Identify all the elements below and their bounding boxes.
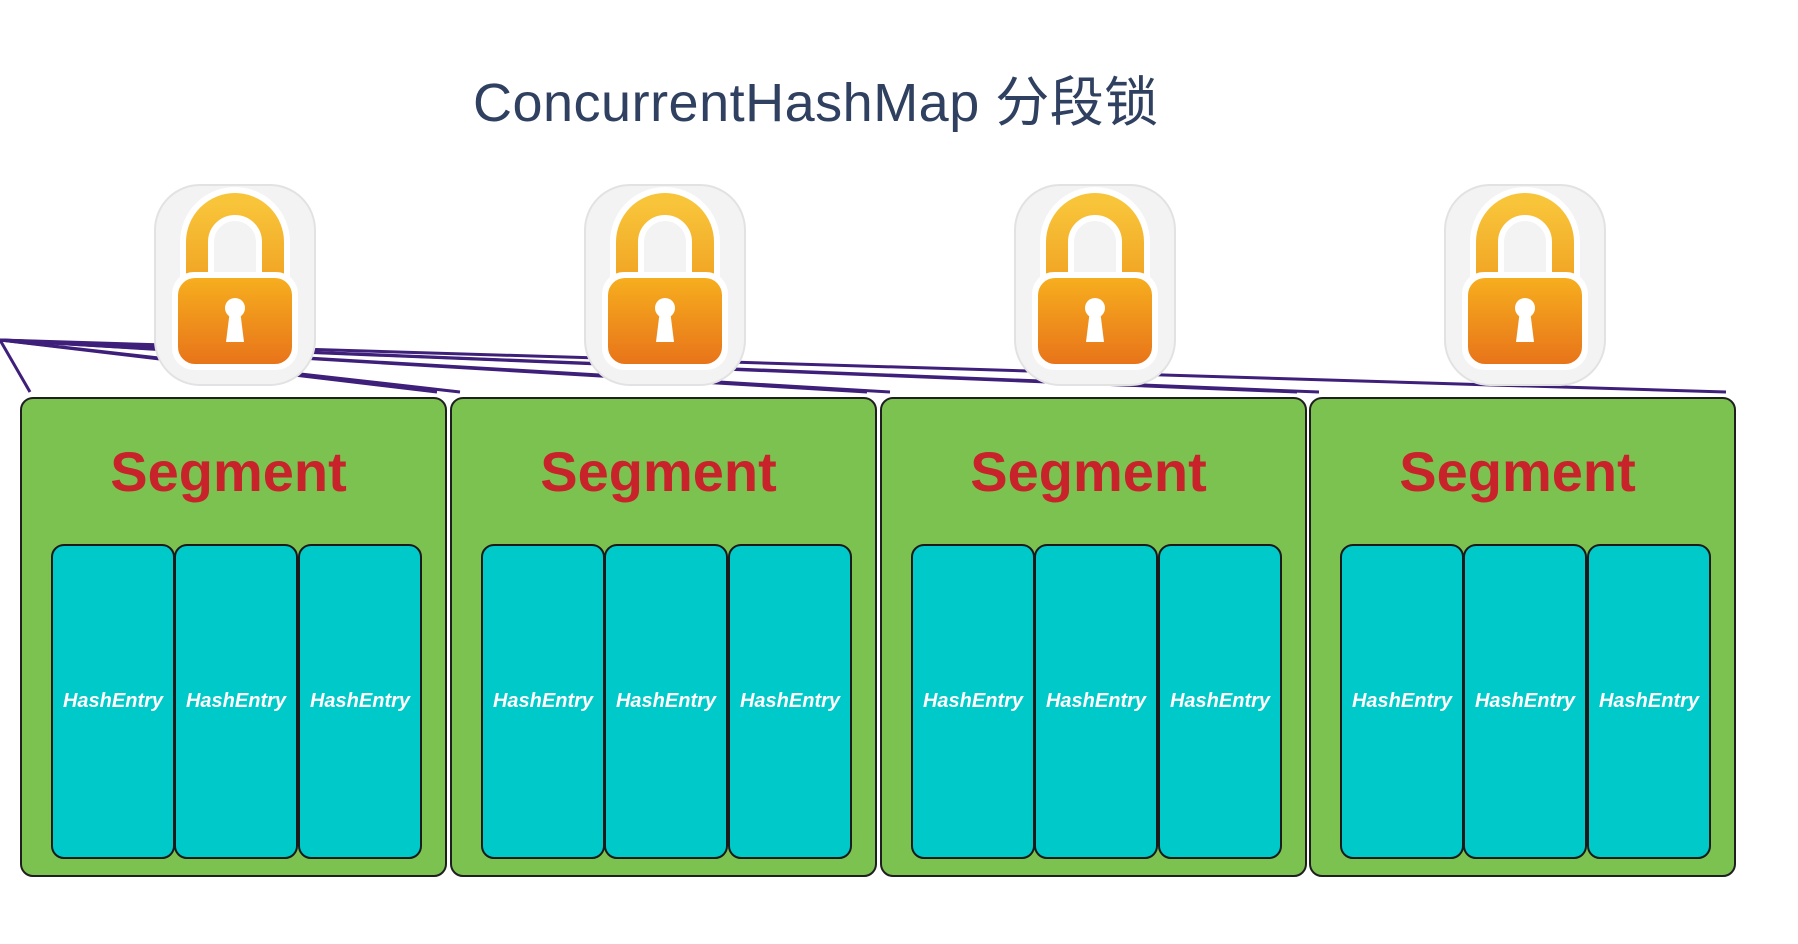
padlock-icon	[154, 184, 316, 386]
hash-entry: HashEntry	[604, 544, 728, 859]
segment-box: Segment HashEntry HashEntry HashEntry	[880, 397, 1307, 877]
hash-entry-label: HashEntry	[1351, 690, 1453, 712]
hash-entry: HashEntry	[298, 544, 422, 859]
hash-entry-label: HashEntry	[62, 690, 164, 712]
segment-label: Segment	[1399, 440, 1636, 503]
segment-box: Segment HashEntry HashEntry HashEntry	[1309, 397, 1736, 877]
hash-entry: HashEntry	[1463, 544, 1587, 859]
segment-label: Segment	[110, 440, 347, 503]
hash-entry-label: HashEntry	[922, 690, 1024, 712]
segment-box: Segment HashEntry HashEntry HashEntry	[20, 397, 447, 877]
hash-entry-label: HashEntry	[309, 690, 411, 712]
hash-entry: HashEntry	[1034, 544, 1158, 859]
padlock-icon	[584, 184, 746, 386]
padlock-icon	[1014, 184, 1176, 386]
hash-entry-label: HashEntry	[615, 690, 717, 712]
hash-entry-label: HashEntry	[492, 690, 594, 712]
hash-entry: HashEntry	[911, 544, 1035, 859]
segment-label: Segment	[540, 440, 777, 503]
hash-entry-label: HashEntry	[1045, 690, 1147, 712]
connector-line	[0, 339, 32, 393]
diagram-title: ConcurrentHashMap 分段锁	[473, 73, 1159, 133]
hash-entry: HashEntry	[51, 544, 175, 859]
segment-label: Segment	[970, 440, 1207, 503]
connector-line	[0, 338, 891, 394]
hash-entry-label: HashEntry	[1474, 690, 1576, 712]
hash-entry-label: HashEntry	[739, 690, 841, 712]
hash-entry: HashEntry	[1158, 544, 1282, 859]
hash-entry: HashEntry	[1340, 544, 1464, 859]
hash-entry: HashEntry	[481, 544, 605, 859]
hash-entry-label: HashEntry	[1169, 690, 1271, 712]
segment-box: Segment HashEntry HashEntry HashEntry	[450, 397, 877, 877]
padlock-icon	[1444, 184, 1606, 386]
hash-entry-label: HashEntry	[1598, 690, 1700, 712]
hash-entry: HashEntry	[728, 544, 852, 859]
hash-entry-label: HashEntry	[185, 690, 287, 712]
hash-entry: HashEntry	[1587, 544, 1711, 859]
hash-entry: HashEntry	[174, 544, 298, 859]
